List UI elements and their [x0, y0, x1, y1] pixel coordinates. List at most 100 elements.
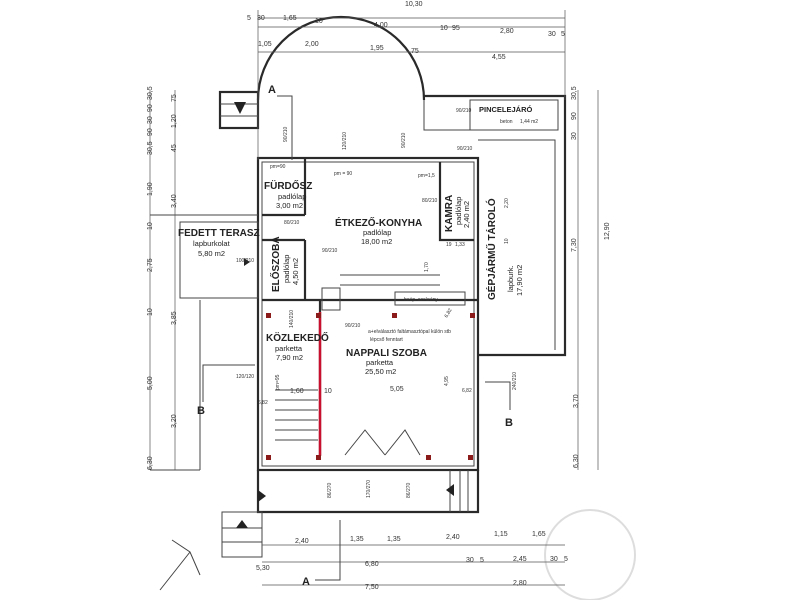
dimension-label: 1,65	[532, 531, 546, 538]
dimension-label: pm=95	[275, 374, 281, 390]
dimension-label: 1,90	[147, 182, 154, 196]
dimension-label: 90/210	[322, 248, 338, 254]
dimension-label: 30,5	[147, 86, 154, 100]
room-floor: lapburkolat	[193, 239, 231, 248]
dimension-label: 95	[452, 25, 460, 32]
dimension-label: 2,80	[500, 28, 514, 35]
dimension-label: 90	[147, 104, 154, 112]
room-floor: parketta	[366, 358, 394, 367]
dimension-label: 10	[147, 308, 154, 316]
dimension-label: 6,30	[573, 454, 580, 468]
room-area: 2,40 m2	[462, 201, 471, 228]
dimension-label: 1,70	[424, 262, 430, 272]
room-name: FÜRDŐSZ	[264, 179, 312, 192]
dimension-label: 1,05	[258, 41, 272, 48]
partition-note: a+elválasztó faltámasztópal külön stb	[368, 329, 451, 335]
dimension-label: 2,75	[147, 258, 154, 272]
dimension-label: 80/210	[284, 220, 300, 226]
dimension-label: 30	[147, 116, 154, 124]
dimension-label: 10	[324, 388, 332, 395]
partition-note-2: lépcső fenntart	[370, 337, 403, 343]
room-area: 5,80 m2	[198, 249, 225, 258]
room-name: KÖZLEKEDŐ	[266, 331, 329, 344]
room-floor: padlólap	[363, 228, 391, 237]
room-furdoszoba: FÜRDŐSZ padlólap 3,00 m2	[264, 179, 312, 210]
section-a-bottom: A	[302, 576, 310, 588]
dimension-label: 75	[171, 94, 178, 102]
entrance-arrow-icons	[234, 102, 454, 528]
section-a-top: A	[268, 84, 276, 96]
room-floor: padlólap	[278, 192, 306, 201]
dimension-label: 2,45	[513, 556, 527, 563]
dimension-label: 1,95	[370, 45, 384, 52]
dimension-label: 80/210	[422, 198, 438, 204]
room-name: ÉTKEZŐ-KONYHA	[335, 216, 422, 229]
room-name: GÉPJÁRMŰ TÁROLÓ	[485, 198, 498, 300]
dimension-label: 30	[257, 15, 265, 22]
room-name: NAPPALI SZOBA	[346, 348, 427, 359]
dimension-lines	[149, 10, 599, 586]
dimension-label: 3,70	[573, 394, 580, 408]
room-area: 25,50 m2	[365, 367, 396, 376]
dimension-label: 140/210	[289, 310, 295, 328]
section-markers: A A B B	[197, 84, 513, 588]
dimension-label: 1,60	[290, 388, 304, 395]
dimension-label: 5,05	[390, 386, 404, 393]
dimensions-left: 30,5 90 30 90 30,5 1,90 10 2,75 10 5,00 …	[147, 86, 178, 470]
dimension-label: 3,40	[171, 194, 178, 208]
dimension-label: 90	[571, 112, 578, 120]
room-area: 3,00 m2	[276, 201, 303, 210]
dimension-label: 30	[548, 31, 556, 38]
dimension-label: 6,82	[444, 307, 454, 319]
dimension-label: 3,20	[171, 414, 178, 428]
dimension-label: 240/210	[512, 372, 518, 390]
room-kozlekedo: KÖZLEKEDŐ parketta 7,90 m2	[266, 331, 329, 362]
room-name: KAMRA	[444, 195, 455, 232]
dimension-label: 1,65	[283, 15, 297, 22]
dimension-label: 19	[446, 242, 452, 248]
dimension-label: 75	[411, 48, 419, 55]
room-floor: padlólap	[454, 197, 463, 225]
north-arrow-icon	[159, 539, 201, 591]
dimension-label: 30	[571, 132, 578, 140]
dimension-label: 2,40	[446, 534, 460, 541]
dimension-label: 5	[564, 556, 568, 563]
room-etkezo-konyha: ÉTKEZŐ-KONYHA padlólap 18,00 m2	[335, 216, 422, 246]
dimension-label: 6,82	[462, 388, 472, 394]
dimension-label: 10	[440, 25, 448, 32]
dimension-label: 86/270	[406, 482, 412, 498]
dimension-label: 4,55	[492, 54, 506, 61]
dimension-label: 90/210	[345, 323, 361, 329]
dimension-label: 10	[315, 18, 323, 25]
dimensions-right: 30,5 90 30 7,30 3,70 6,30 12,90	[571, 86, 611, 468]
section-b-left: B	[197, 405, 205, 417]
room-floor: beton	[500, 119, 513, 125]
dimension-label: 5	[480, 557, 484, 564]
dimension-label: 10	[504, 238, 510, 244]
opening-labels: 90/210 120/210 90/210 90/210 90/210 pm=9…	[236, 108, 518, 498]
dimension-label: 45	[171, 144, 178, 152]
wardrobe-note: beép. szekrény	[404, 297, 438, 303]
dimension-label: 30,5	[571, 86, 578, 100]
section-b-right: B	[505, 417, 513, 429]
notes: beép. szekrény a+elválasztó faltámasztóp…	[368, 297, 451, 343]
dimension-label: pm = 90	[334, 171, 352, 177]
dimension-label: 1,15	[494, 531, 508, 538]
dimension-label: 90/210	[283, 126, 289, 142]
dimension-label: 2,40	[295, 538, 309, 545]
dimension-label: 6,80	[365, 561, 379, 568]
room-fedett-terasz: FEDETT TERASZ lapburkolat 5,80 m2	[178, 228, 260, 258]
dimension-label: 90/210	[457, 146, 473, 152]
dimension-label: pm=90	[270, 164, 286, 170]
dimension-label: 86/270	[327, 482, 333, 498]
dimension-label: 120/210	[342, 132, 348, 150]
room-name: FEDETT TERASZ	[178, 228, 260, 239]
dimension-label: 1,35	[350, 536, 364, 543]
dimension-label: 5	[247, 15, 251, 22]
dimension-label: 30,5	[147, 141, 154, 155]
dimension-label: 10,30	[405, 1, 423, 8]
